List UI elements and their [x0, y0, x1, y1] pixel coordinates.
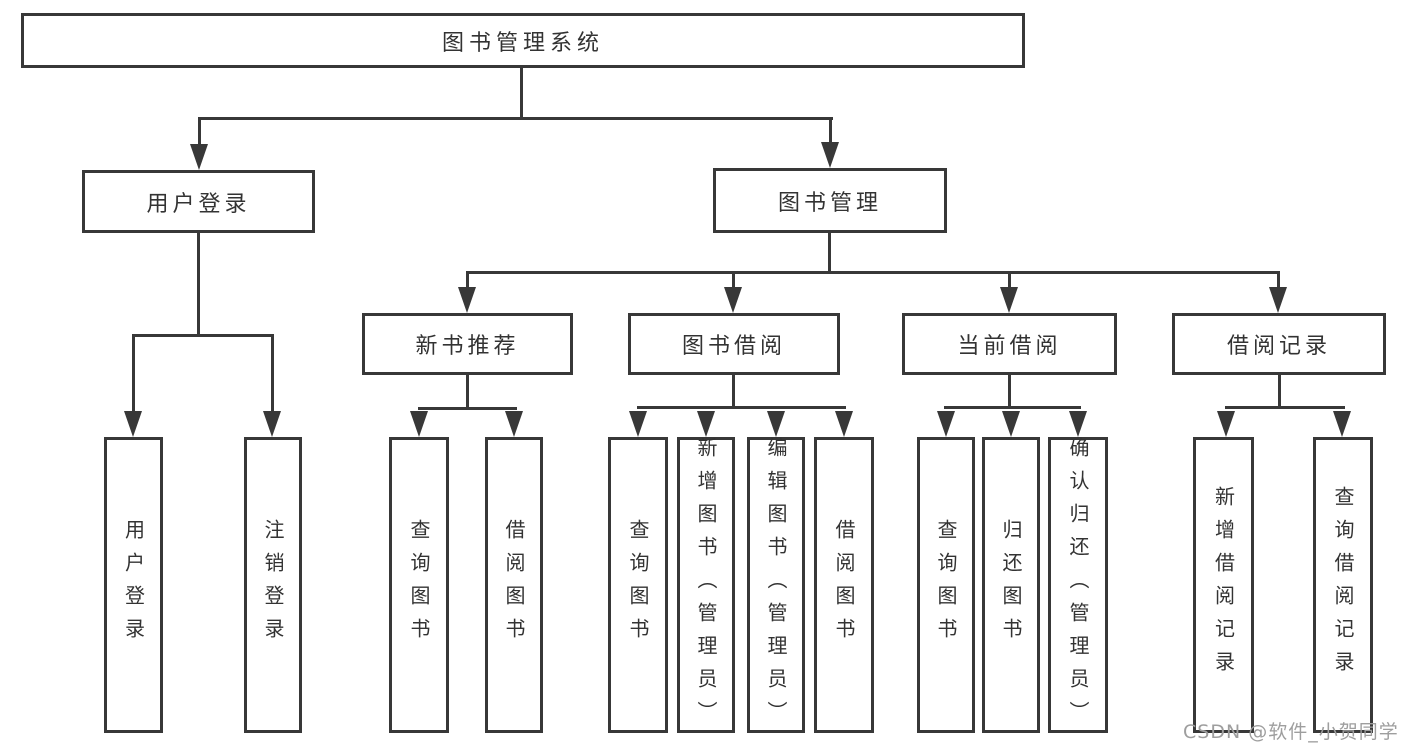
arrowhead-down-icon [1000, 287, 1018, 313]
leaf-borrow-books: 借阅图书 [814, 437, 874, 733]
node-label: 编辑图书（管理员） [764, 436, 788, 734]
connector-current-borrow-vertical [1008, 375, 1011, 408]
connector-drop-borrow-records [1277, 271, 1280, 289]
leaf-return-books: 归还图书 [982, 437, 1040, 733]
node-label: 查询借阅记录 [1331, 486, 1355, 684]
leaf-add-book-admin: 新增图书（管理员） [677, 436, 735, 734]
connector-drop-login-leaf [132, 334, 135, 413]
leaf-user-login: 用户登录 [104, 437, 163, 733]
node-label: 查询图书 [934, 519, 958, 651]
arrowhead-down-icon [505, 411, 523, 437]
connector-drop-user-login [198, 117, 201, 149]
node-label: 确认归还（管理员） [1066, 436, 1090, 734]
node-library-management-system: 图书管理系统 [21, 13, 1025, 68]
arrowhead-down-icon [821, 142, 839, 168]
arrowhead-down-icon [1269, 287, 1287, 313]
arrowhead-down-icon [458, 287, 476, 313]
arrowhead-down-icon [1002, 411, 1020, 437]
connector-drop-new-book [466, 271, 469, 289]
connector-book-management-branch [466, 271, 1280, 274]
connector-new-book-branch [418, 407, 517, 410]
arrowhead-down-icon [629, 411, 647, 437]
node-current-borrow: 当前借阅 [902, 313, 1117, 375]
arrowhead-down-icon [1069, 411, 1087, 437]
node-label: 图书管理 [777, 190, 882, 216]
node-label: 归还图书 [999, 519, 1023, 651]
leaf-confirm-return-admin: 确认归还（管理员） [1048, 436, 1108, 734]
connector-user-login-branch [132, 334, 274, 337]
arrowhead-down-icon [410, 411, 428, 437]
connector-borrow-records-branch [1225, 406, 1345, 409]
node-label: 注销登录 [261, 519, 285, 651]
connector-root-vertical [520, 68, 523, 119]
connector-drop-logout-leaf [271, 334, 274, 413]
arrowhead-down-icon [835, 411, 853, 437]
leaf-borrow-books-recommend: 借阅图书 [485, 437, 543, 733]
arrowhead-down-icon [767, 411, 785, 437]
node-user-login: 用户登录 [82, 170, 315, 233]
connector-drop-book-borrow [732, 271, 735, 289]
arrowhead-down-icon [1333, 411, 1351, 437]
connector-drop-book-management [829, 117, 832, 147]
connector-user-login-vertical [197, 233, 200, 337]
node-label: 借阅图书 [502, 519, 526, 651]
connector-book-borrow-branch [637, 406, 846, 409]
node-label: 借阅图书 [832, 519, 856, 651]
node-label: 查询图书 [407, 519, 431, 651]
leaf-logout: 注销登录 [244, 437, 302, 733]
csdn-watermark: CSDN @软件_小贺同学 [1183, 721, 1399, 743]
node-label: 当前借阅 [957, 334, 1062, 359]
node-label: 查询图书 [626, 519, 650, 651]
arrowhead-down-icon [697, 411, 715, 437]
connector-current-borrow-branch [944, 406, 1081, 409]
arrowhead-down-icon [263, 411, 281, 437]
leaf-query-books-current: 查询图书 [917, 437, 975, 733]
node-label: 新增图书（管理员） [694, 436, 718, 734]
node-book-management: 图书管理 [713, 168, 947, 233]
connector-root-branch [198, 117, 833, 120]
connector-borrow-records-vertical [1278, 375, 1281, 408]
arrowhead-down-icon [1217, 411, 1235, 437]
leaf-query-books-recommend: 查询图书 [389, 437, 449, 733]
node-label: 借阅记录 [1226, 334, 1331, 359]
leaf-add-borrow-record: 新增借阅记录 [1193, 437, 1254, 733]
arrowhead-down-icon [124, 411, 142, 437]
node-borrow-records: 借阅记录 [1172, 313, 1386, 375]
connector-new-book-vertical [466, 375, 469, 409]
arrowhead-down-icon [937, 411, 955, 437]
node-new-book-recommend: 新书推荐 [362, 313, 573, 375]
leaf-query-books-borrow: 查询图书 [608, 437, 668, 733]
connector-book-borrow-vertical [732, 375, 735, 408]
node-label: 新增借阅记录 [1211, 486, 1236, 684]
node-label: 图书管理系统 [441, 30, 604, 56]
node-book-borrow: 图书借阅 [628, 313, 840, 375]
node-label: 图书借阅 [681, 334, 786, 359]
arrowhead-down-icon [724, 287, 742, 313]
connector-book-management-vertical [828, 233, 831, 274]
arrowhead-down-icon [190, 144, 208, 170]
node-label: 新书推荐 [415, 334, 520, 359]
node-label: 用户登录 [146, 191, 251, 217]
node-label: 用户登录 [121, 519, 146, 651]
connector-drop-current-borrow [1008, 271, 1011, 289]
leaf-edit-book-admin: 编辑图书（管理员） [747, 436, 805, 734]
leaf-query-borrow-record: 查询借阅记录 [1313, 437, 1373, 733]
